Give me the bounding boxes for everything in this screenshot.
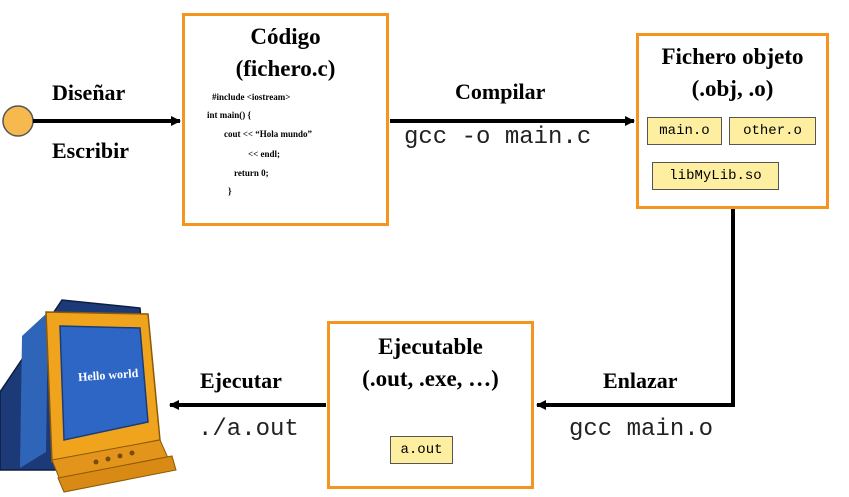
file-chip-libmylib-so: libMyLib.so — [652, 162, 779, 190]
code-line: cout << “Hola mundo” — [224, 129, 312, 139]
run-command: ./a.out — [198, 416, 299, 443]
file-chip-a-out: a.out — [390, 436, 453, 464]
design-label: Diseñar — [52, 80, 125, 106]
code-line: int main() { — [207, 110, 251, 120]
file-chip-main-o: main.o — [647, 117, 722, 145]
exec-title-line2: (.out, .exe, …) — [330, 364, 531, 394]
object-title-line2: (.obj, .o) — [639, 74, 826, 104]
file-chip-other-o: other.o — [729, 117, 816, 145]
code-line: #include <iostream> — [212, 92, 290, 102]
compile-label: Compilar — [455, 79, 545, 105]
code-line: << endl; — [248, 149, 280, 159]
object-title-line1: Fichero objeto — [639, 42, 826, 72]
write-label: Escribir — [52, 138, 129, 164]
source-title-line1: Código — [185, 22, 386, 52]
compile-command: gcc -o main.c — [404, 124, 591, 151]
exec-title-line1: Ejecutable — [330, 332, 531, 362]
start-dot — [3, 106, 33, 136]
source-title-line2: (fichero.c) — [185, 54, 386, 84]
link-command: gcc main.o — [569, 416, 713, 443]
link-label: Enlazar — [603, 368, 678, 394]
code-line: return 0; — [234, 168, 269, 178]
code-line: } — [228, 186, 232, 196]
monitor-icon — [0, 300, 176, 492]
run-label: Ejecutar — [200, 368, 282, 394]
